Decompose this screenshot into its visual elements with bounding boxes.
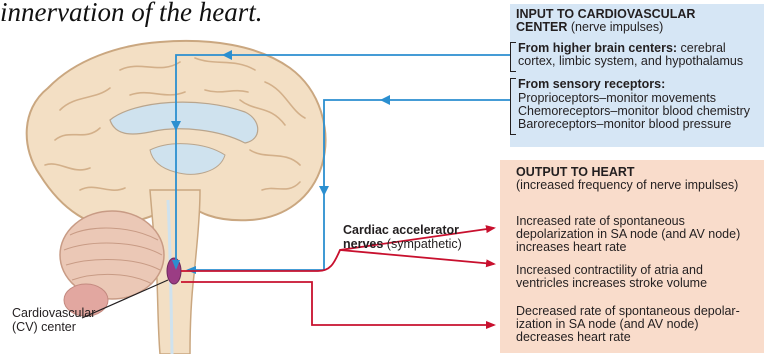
higher-centers-text1: cerebral <box>677 41 726 55</box>
cv-center <box>167 258 181 284</box>
output-subtitle: (increased frequency of nerve impulses) <box>516 179 738 193</box>
cv-center-label-line2: (CV) center <box>12 320 76 334</box>
input-title-center: CENTER <box>516 20 567 34</box>
higher-centers-bracket <box>510 42 516 72</box>
cardiac-accelerator-nerves-line: nerves (sympathetic) <box>343 237 462 251</box>
sympathetic-suffix: (sympathetic) <box>383 237 462 251</box>
cardiac-accelerator-label: Cardiac accelerator <box>343 223 459 237</box>
nerves-word: nerves <box>343 237 383 251</box>
input-title-line2: CENTER (nerve impulses) <box>516 21 663 35</box>
higher-centers-label: From higher brain centers: <box>518 41 677 55</box>
input-panel: INPUT TO CARDIOVASCULAR CENTER (nerve im… <box>510 4 764 147</box>
page-heading: innervation of the heart. <box>0 0 262 24</box>
effect-3-line3: decreases heart rate <box>516 331 631 345</box>
input-title-suffix: (nerve impulses) <box>567 20 663 34</box>
cv-center-label-line1: Cardiovascular <box>12 306 95 320</box>
sensory-item-baroreceptors: Baroreceptors–monitor blood pressure <box>518 118 731 132</box>
output-panel: OUTPUT TO HEART (increased frequency of … <box>500 160 764 353</box>
higher-centers-line2: cortex, limbic system, and hypothalamus <box>518 55 743 69</box>
effect-1-line3: increases heart rate <box>516 241 626 255</box>
effect-2-line2: ventricles increases stroke volume <box>516 277 707 291</box>
sensory-label: From sensory receptors: <box>518 78 665 92</box>
sensory-bracket <box>510 78 516 135</box>
cerebellum <box>60 211 164 316</box>
